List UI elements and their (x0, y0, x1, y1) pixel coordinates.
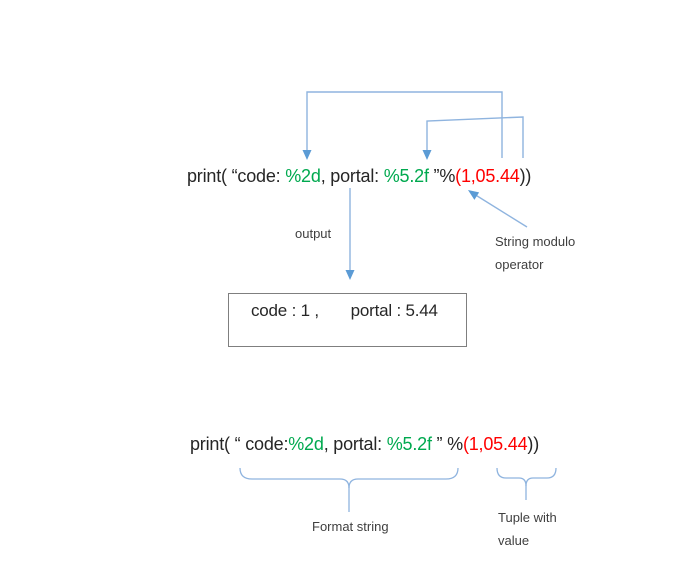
code-bottom-format-spec2: %5.2f (386, 434, 432, 454)
code-line-bottom: print( “ code:%2d, portal: %5.2f ” %(1,0… (190, 432, 539, 456)
tuple-with-value-label: Tuple with value (498, 510, 557, 548)
underbrace-format-string (239, 467, 459, 512)
underbrace-tuple (496, 467, 557, 500)
down-arrow-icon (345, 270, 355, 280)
code-top-mid: , portal: (320, 166, 384, 186)
code-top-tuple: (1,05.44 (455, 166, 520, 186)
output-box: code : 1 , portal : 5.44 (228, 293, 467, 347)
code-top-format-spec2: %5.2f (383, 166, 429, 186)
code-bottom-modulo: ” % (431, 434, 464, 454)
code-bottom-mid: , portal: (323, 434, 387, 454)
up-left-arrow-icon (468, 190, 480, 200)
connector-modulo (468, 190, 528, 228)
code-line-top: print( “code: %2d, portal: %5.2f ”%(1,05… (187, 164, 531, 188)
code-top-suffix: )) (519, 166, 532, 186)
output-label: output (295, 226, 332, 241)
down-arrow-icon (422, 150, 432, 160)
code-top-modulo: ”% (428, 166, 456, 186)
output-box-text: code : 1 , portal : 5.44 (251, 301, 438, 320)
modulo-operator-label: String modulo operator (495, 234, 576, 272)
code-bottom-format-spec1: %2d (288, 434, 324, 454)
code-bottom-suffix: )) (527, 434, 539, 454)
connector-value2-to-spec2 (422, 116, 524, 160)
format-string-label: Format string (312, 519, 389, 534)
down-arrow-icon (302, 150, 312, 160)
connector-output (345, 188, 355, 280)
code-bottom-prefix: print( “ code: (190, 434, 289, 454)
code-top-prefix: print( “code: (187, 166, 286, 186)
code-top-format-spec1: %2d (285, 166, 321, 186)
code-bottom-tuple: (1,05.44 (462, 434, 528, 454)
connector-value1-to-spec1 (302, 91, 503, 160)
